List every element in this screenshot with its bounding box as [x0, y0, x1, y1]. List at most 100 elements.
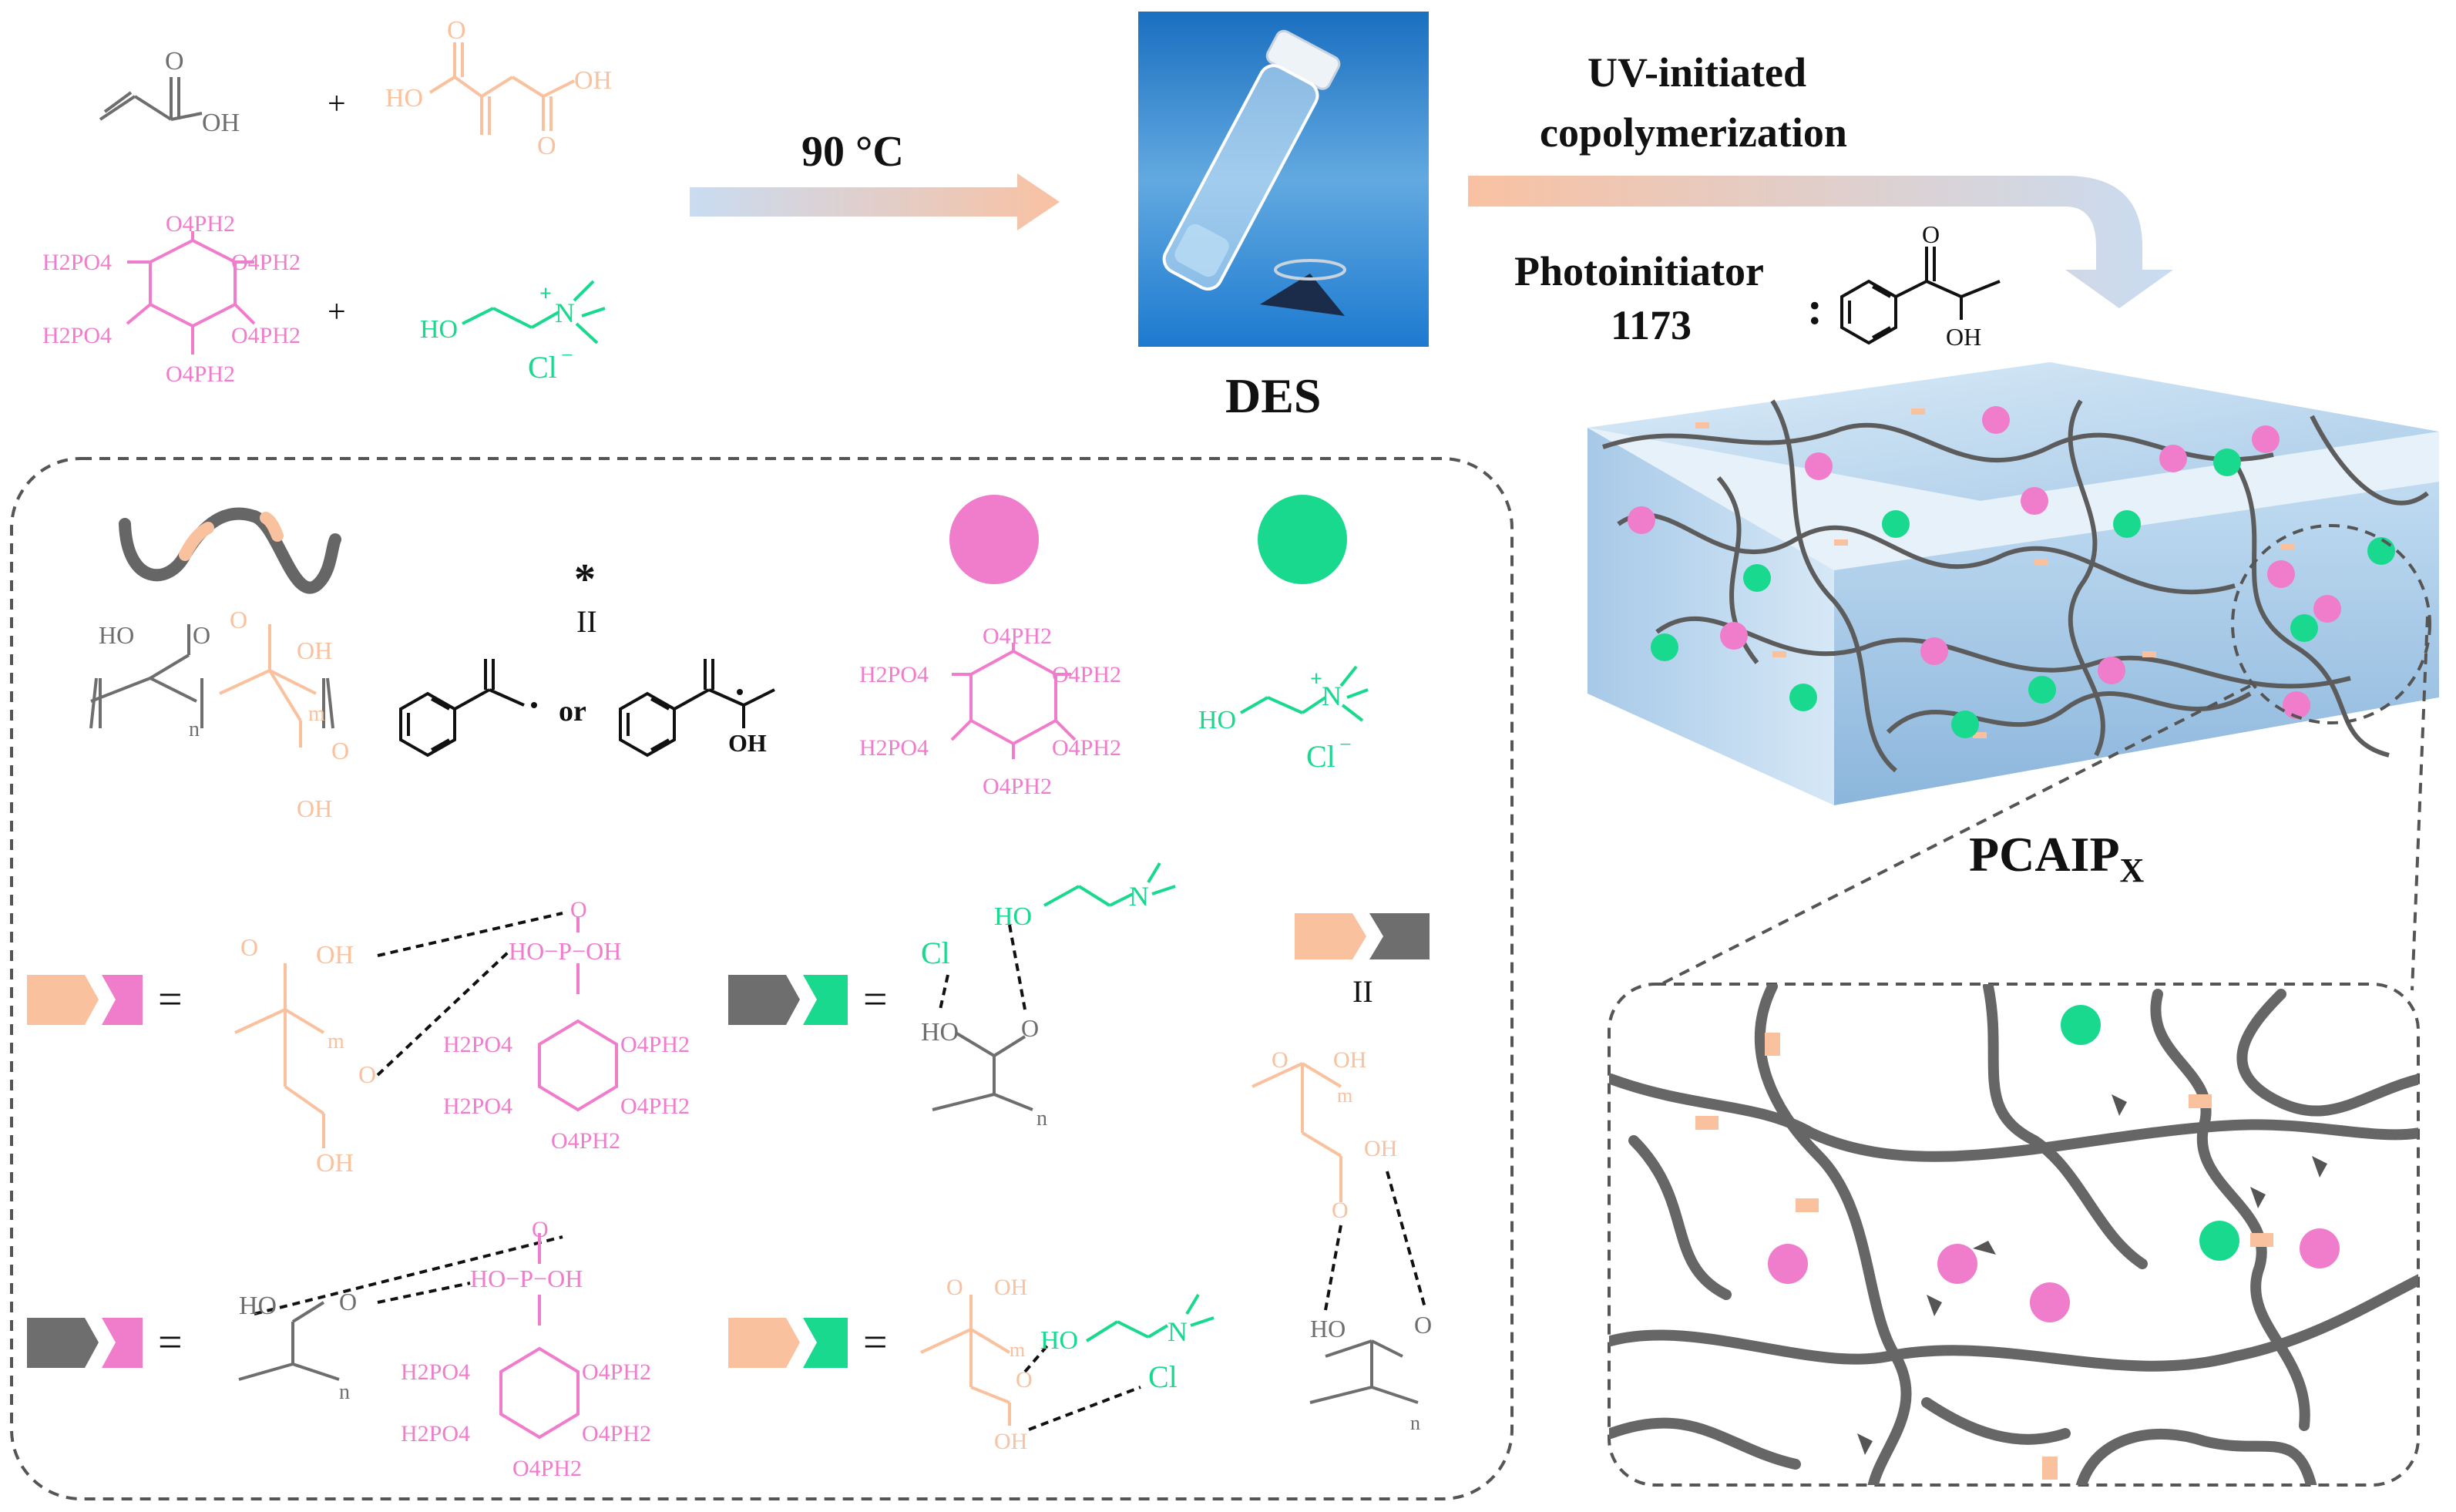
radical-star: *: [574, 556, 596, 603]
phytic-right-bottom-group: O4PH2: [231, 323, 301, 348]
interaction-1-o: O: [240, 933, 258, 961]
itaconic-o-top: O: [447, 16, 466, 45]
interaction-5-o2: O: [1332, 1198, 1349, 1223]
step1-arrow: [690, 173, 1060, 230]
interaction-4-cl: Cl: [1148, 1359, 1178, 1394]
phytic-bottom-group: O4PH2: [166, 361, 235, 387]
interaction-4-o2: O: [1016, 1367, 1033, 1393]
choline-dot-icon: [1258, 495, 1347, 584]
des-label: DES: [1225, 368, 1322, 423]
radical-oh-label: OH: [728, 729, 767, 757]
interaction-5-structure: [1252, 1062, 1427, 1404]
interaction-3-phytic-lt: H2PO4: [401, 1359, 470, 1385]
interaction-4-ho-green: HO: [1040, 1326, 1078, 1355]
interaction-5-m: m: [1337, 1084, 1352, 1107]
interaction-2-n: N: [1129, 881, 1149, 912]
choline-n-label: N: [555, 297, 575, 328]
itaconic-o-bottom: O: [537, 132, 556, 160]
eq-sign-4: =: [863, 1319, 888, 1366]
legend-choline-structure: [1240, 665, 1369, 722]
interaction-1-m: m: [328, 1030, 344, 1053]
zoom-line-left: [1633, 684, 2251, 1000]
photoinitiator-structure: [1840, 247, 2001, 345]
interaction-1-hopoh: HO−P−OH: [509, 937, 621, 965]
interaction-4-m: m: [1010, 1339, 1025, 1361]
product-label: PCAIPX: [1969, 827, 2145, 889]
zoom-box: [1608, 983, 2420, 1487]
interaction-3-o: O: [339, 1288, 357, 1315]
copolymer-structure: [89, 624, 334, 748]
pair-gray-green-icon-1: [728, 975, 848, 1025]
phytic-left-bottom-group: H2PO4: [42, 323, 112, 348]
interaction-1-phytic-rt: O4PH2: [620, 1032, 690, 1057]
choline-plus-label: +: [539, 282, 552, 306]
interaction-1-phytic-rb: O4PH2: [620, 1094, 690, 1119]
interaction-5-o: O: [1272, 1047, 1288, 1073]
photoinitiator-o: O: [1922, 220, 1940, 248]
interaction-1-phytic-lt: H2PO4: [443, 1032, 512, 1057]
interaction-4-n: N: [1168, 1316, 1188, 1347]
interaction-3-o-top: O: [532, 1217, 549, 1242]
pair-orange-pink-icon-1: [27, 975, 143, 1025]
acrylic-acid-structure: [99, 77, 203, 121]
interaction-2-n-sub: n: [1036, 1107, 1047, 1131]
photoinitiator-label-line1: Photoinitiator: [1514, 248, 1764, 294]
photoinitiator-label-line2: 1173: [1611, 302, 1692, 348]
radical-equivalence: II: [576, 604, 597, 639]
interaction-2-o: O: [1021, 1014, 1039, 1042]
interaction-4-structure: [920, 1293, 1215, 1431]
interaction-3-phytic-rt: O4PH2: [582, 1359, 651, 1385]
interaction-5-o3: O: [1414, 1311, 1432, 1339]
step1-temperature-label: 90 °C: [801, 128, 904, 176]
pair-orange-gray-icon: [1295, 913, 1430, 959]
interaction-1-o2: O: [358, 1060, 376, 1088]
phytic-acid-dot-icon: [949, 495, 1039, 584]
legend-phytic-right-top: O4PH2: [1052, 662, 1121, 687]
phytic-top-group: O4PH2: [166, 211, 235, 237]
network-zoom-icon: [1609, 984, 2418, 1485]
polymer-chain-icon: [119, 507, 341, 594]
interaction-1-phytic-lb: H2PO4: [443, 1094, 512, 1119]
interaction-3-n: n: [339, 1380, 350, 1404]
legend-choline-minus: −: [1339, 733, 1352, 757]
interaction-4-o: O: [946, 1275, 963, 1300]
eq-sign-3: =: [158, 1319, 183, 1366]
interaction-3-phytic-bottom: O4PH2: [512, 1456, 582, 1481]
plus-sign-1: +: [328, 86, 346, 122]
photoinitiator-colon: :: [1807, 283, 1823, 334]
polymer-oh-orange-2: OH: [297, 795, 332, 822]
eq-sign-2: =: [863, 976, 888, 1023]
interaction-1-structure: [234, 912, 618, 1148]
interaction-2-ho-green: HO: [994, 902, 1032, 931]
interaction-3-hopoh: HO−P−OH: [470, 1265, 583, 1292]
choline-ho-label: HO: [420, 315, 458, 344]
itaconic-acid-structure: [428, 42, 575, 135]
legend-choline-plus: +: [1310, 667, 1322, 691]
interaction-1-oh2: OH: [316, 1149, 354, 1178]
interaction-4-oh2: OH: [994, 1429, 1027, 1454]
radical-dot-2: [737, 689, 743, 695]
interaction-3-structure: [238, 1233, 580, 1440]
interaction-3-phytic-lb: H2PO4: [401, 1421, 470, 1446]
interaction-2-cl: Cl: [921, 936, 950, 970]
plus-sign-2: +: [328, 294, 346, 330]
zoom-line-right: [2411, 616, 2429, 991]
interaction-3-ho: HO: [239, 1292, 277, 1320]
pair-equivalence: II: [1352, 974, 1373, 1009]
step2-line2: copolymerization: [1540, 109, 1847, 156]
benzoyl-radical-structure: [399, 659, 525, 758]
pair-orange-green-icon: [728, 1318, 848, 1368]
eq-sign-1: =: [158, 976, 183, 1023]
itaconic-oh-label: OH: [574, 66, 612, 95]
polymer-n-label: n: [189, 717, 200, 741]
polymer-oh-orange: OH: [297, 637, 332, 664]
hydroxyisopropyl-radical-structure: [619, 659, 775, 758]
acrylic-oh-label: OH: [202, 109, 240, 137]
hydrogel-block-icon: [1587, 362, 2439, 805]
polymer-ho-label: HO: [99, 621, 134, 649]
interaction-2-ho-gray: HO: [921, 1018, 959, 1047]
photoinitiator-oh: OH: [1946, 323, 1981, 351]
polymer-o-orange: O: [230, 606, 247, 633]
interaction-1-phytic-bottom: O4PH2: [551, 1128, 620, 1154]
